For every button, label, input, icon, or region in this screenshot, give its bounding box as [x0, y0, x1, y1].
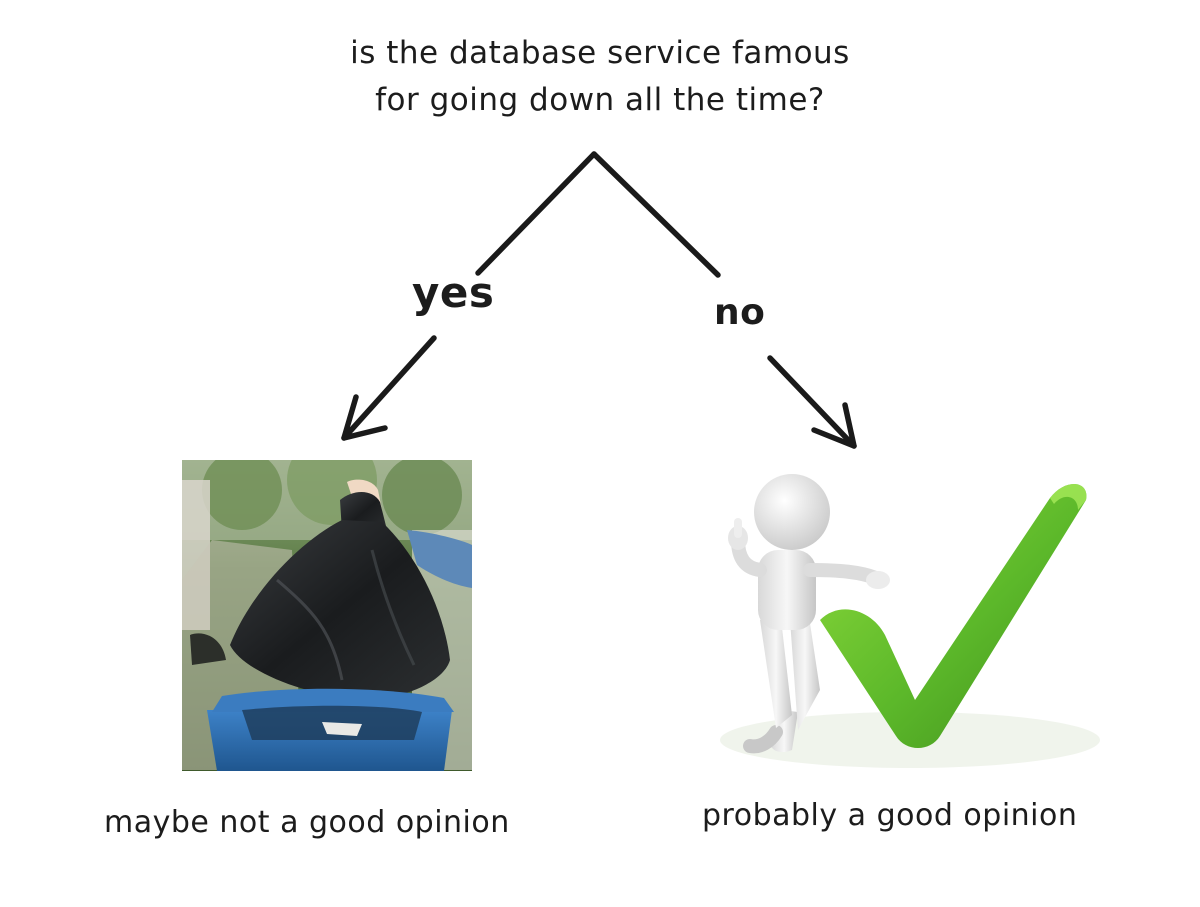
branch-yes-label: yes	[412, 268, 495, 317]
yes-arrow-shaft	[341, 335, 437, 441]
question-line-2: for going down all the time?	[375, 82, 825, 118]
question-text: is the database service famous for going…	[300, 30, 900, 124]
no-arrow-head	[811, 402, 857, 449]
trash-bag-into-bin-icon	[182, 460, 472, 771]
outcome-no-caption: probably a good opinion	[702, 798, 1078, 833]
no-arrow-shaft	[767, 355, 857, 449]
figure-with-green-checkmark-icon	[720, 474, 1100, 768]
branch-no-label: no	[714, 292, 766, 333]
question-line-1: is the database service famous	[350, 35, 850, 71]
tree-apex-left-line	[475, 151, 597, 276]
yes-arrow-head	[341, 394, 388, 441]
outcome-yes-caption: maybe not a good opinion	[104, 805, 510, 840]
tree-apex-right-line	[591, 151, 721, 278]
